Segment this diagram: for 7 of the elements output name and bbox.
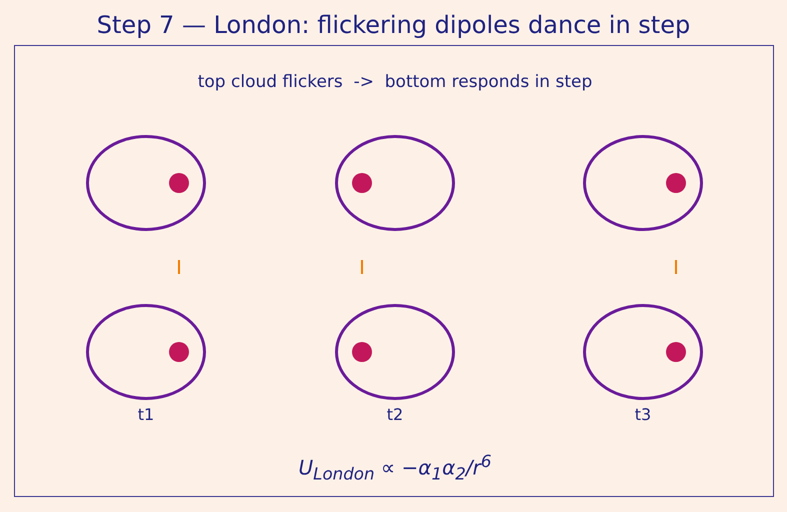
diagram-title: Step 7 — London: flickering dipoles dance in step [96,10,690,40]
subtitle-text: top cloud flickers -> bottom responds in step [198,72,592,92]
time-label: t1 [138,405,154,424]
formula-text: U$_{London}$ ∝ −α$_{1}$α$_{2}$/r$^{6}$ [298,452,492,484]
frame-panel [14,45,774,497]
time-label: t3 [634,405,652,424]
time-label: t2 [386,405,404,424]
